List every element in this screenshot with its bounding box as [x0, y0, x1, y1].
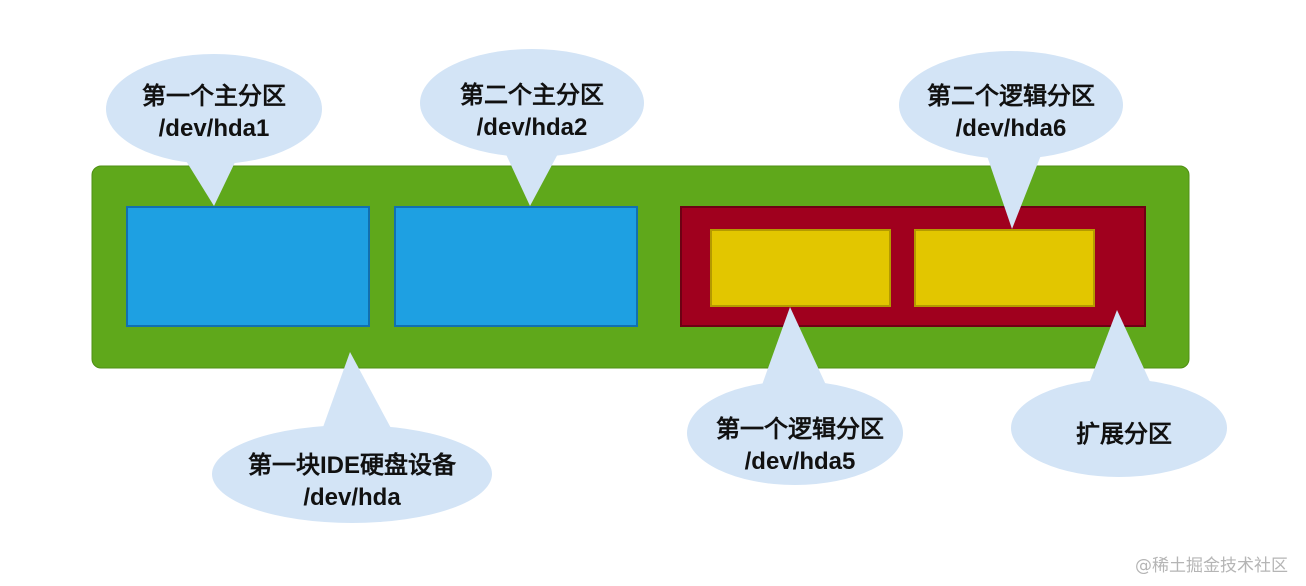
callout-bubble	[212, 425, 492, 523]
callout-pointer	[504, 150, 560, 206]
callout-pointer	[985, 150, 1043, 229]
callout-title: 第一个逻辑分区	[716, 415, 884, 443]
callout-bubble	[106, 54, 322, 164]
callout-device: /dev/hda6	[956, 115, 1067, 142]
callout-device: /dev/hda1	[159, 115, 270, 142]
callout-pointer	[322, 352, 392, 430]
callout-device: /dev/hda2	[477, 114, 588, 141]
logical-partition-2-block	[914, 229, 1095, 307]
callout-device: /dev/hda5	[745, 448, 856, 475]
watermark: @稀土掘金技术社区	[1135, 556, 1288, 576]
callout-bubble	[899, 51, 1123, 159]
primary-partition-1-block	[126, 206, 370, 327]
callout-bubble	[687, 381, 903, 485]
callout-primary-partition-1: 第一个主分区 /dev/hda1	[106, 54, 322, 206]
callout-logical-partition-1: 第一个逻辑分区 /dev/hda5	[687, 307, 903, 485]
callout-title: 第二个逻辑分区	[927, 82, 1095, 110]
callout-extended-partition: 扩展分区	[1011, 310, 1227, 477]
callout-pointer	[1088, 310, 1152, 386]
callout-title: 第一个主分区	[142, 82, 286, 110]
primary-partition-2-block	[394, 206, 638, 327]
callout-title: 扩展分区	[1076, 421, 1172, 448]
callout-bubble	[1011, 379, 1227, 477]
callout-pointer	[762, 307, 826, 385]
callout-disk: 第一块IDE硬盘设备 /dev/hda	[212, 352, 492, 523]
callout-device: /dev/hda	[303, 484, 401, 511]
callout-title: 第二个主分区	[460, 81, 604, 109]
callout-bubble	[420, 49, 644, 157]
callout-title: 第一块IDE硬盘设备	[248, 451, 457, 479]
callout-primary-partition-2: 第二个主分区 /dev/hda2	[420, 49, 644, 206]
callout-pointer	[183, 156, 238, 206]
logical-partition-1-block	[710, 229, 891, 307]
callout-logical-partition-2: 第二个逻辑分区 /dev/hda6	[899, 51, 1123, 229]
